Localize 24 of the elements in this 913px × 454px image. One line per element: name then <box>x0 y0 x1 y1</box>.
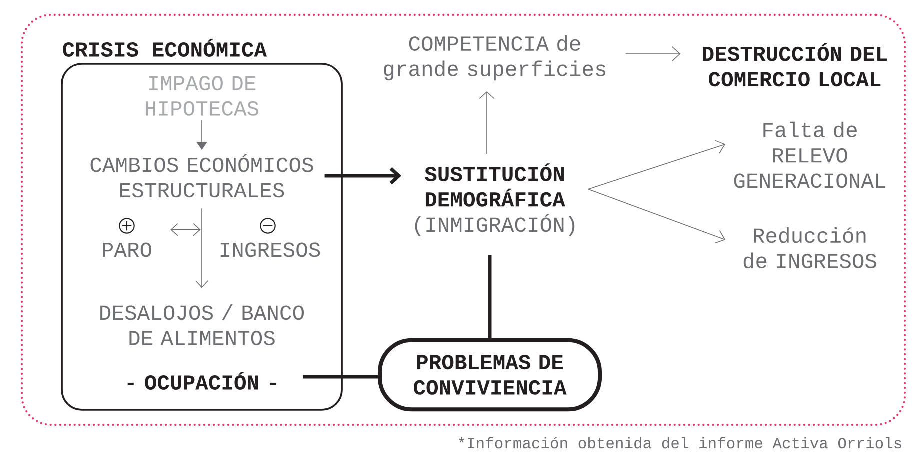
effect-text: Falta de RELEVO GENERACIONAL <box>734 122 886 188</box>
box-heading: CRISIS ECONÓMICA <box>63 39 268 57</box>
effect-text: Reducción de INGRESOS <box>744 227 876 269</box>
cause-text: IMPAGO DE HIPOTECAS <box>146 76 259 116</box>
arrow <box>479 92 495 154</box>
effect-text: - OCUPACIÓN - <box>128 372 276 390</box>
arrow <box>588 188 726 244</box>
rounded-box: PROBLEMAS DE CONVIVIENCIA <box>378 338 602 412</box>
arrow <box>588 140 726 190</box>
footnote: *Información obtenida del informe Activa Orriols <box>459 437 902 449</box>
arrow <box>324 167 402 185</box>
effect-text: DESALOJOS / BANCO DE ALIMENTOS <box>100 304 304 346</box>
cause-text: CAMBIOS ECONÓMICOS ESTRUCTURALES <box>90 154 314 198</box>
arrow <box>170 223 201 236</box>
connector-line <box>303 375 378 379</box>
arrow <box>196 208 208 288</box>
arrow <box>625 46 681 62</box>
central-text: SUSTITUCIÓN DEMOGRÁFICA (INMIGRACIÓN) <box>415 164 575 236</box>
connector-line <box>488 255 492 338</box>
dotted-frame <box>20 14 906 426</box>
effect-text: PARO <box>103 242 152 258</box>
effect-text: INGRESOS <box>220 242 320 258</box>
outcome-text: DESTRUCCIÓN DEL COMERCIO LOCAL <box>703 43 888 87</box>
effect-text: COMPETENCIA de grande superficies <box>384 35 606 81</box>
